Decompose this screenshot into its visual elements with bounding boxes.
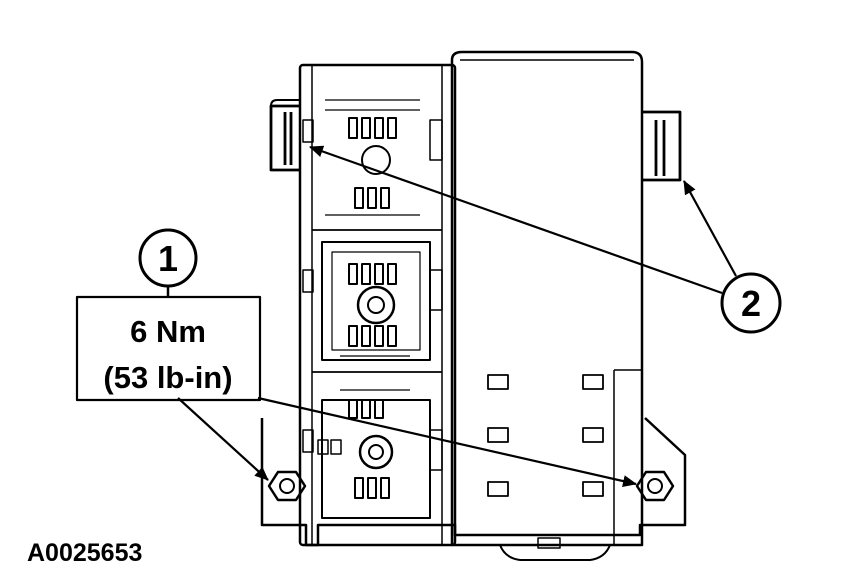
callout-2-number: 2: [741, 283, 761, 324]
torque-imperial: (53 lb-in): [103, 360, 232, 395]
leader-arrow-right-nut: [257, 396, 637, 487]
torque-label-box: [75, 295, 262, 402]
fuse-module-body: [298, 63, 457, 547]
leader-arrow-right-clip: [683, 180, 737, 277]
left-mounting-nut: [267, 470, 307, 502]
callout-1-number: 1: [158, 238, 178, 279]
leader-arrow-left-clip: [309, 145, 723, 295]
left-retaining-clip: [269, 104, 300, 172]
figure-id: A0025653: [27, 539, 142, 567]
relay-housing: [450, 50, 644, 547]
right-retaining-clip: [642, 110, 682, 182]
right-mounting-nut: [635, 470, 675, 502]
leader-arrow-left-nut: [177, 397, 269, 481]
callout-2-circle: [720, 272, 782, 334]
torque-metric: 6 Nm: [130, 314, 206, 349]
